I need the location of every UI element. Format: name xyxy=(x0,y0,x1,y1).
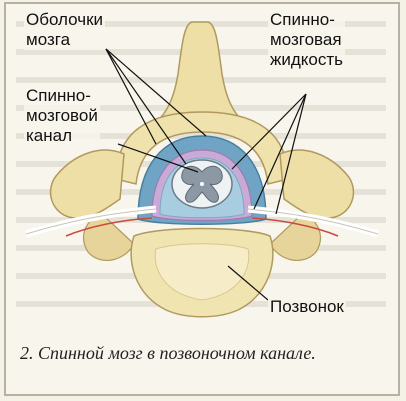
right-transverse-process xyxy=(280,150,353,218)
label-meninges: Оболочки мозга xyxy=(24,10,105,50)
left-transverse-process xyxy=(51,150,124,218)
label-vertebra: Позвонок xyxy=(268,297,346,317)
label-cerebrospinal-fluid: Спинно- мозговая жидкость xyxy=(268,10,345,70)
figure-frame: Оболочки мозга Спинно- мозговая жидкость… xyxy=(4,2,400,396)
spinous-process xyxy=(156,22,244,122)
spine-diagram: Оболочки мозга Спинно- мозговая жидкость… xyxy=(6,4,398,334)
label-spinal-canal: Спинно- мозговой канал xyxy=(24,86,100,146)
figure-caption: 2. Спинной мозг в позвоночном канале. xyxy=(20,342,390,364)
central-canal xyxy=(200,182,204,186)
